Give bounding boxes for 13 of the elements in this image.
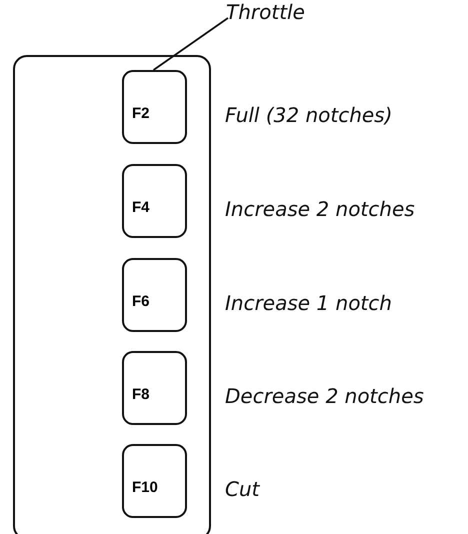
function-key: F8 bbox=[122, 351, 187, 425]
key-description: Increase 1 notch bbox=[225, 291, 392, 315]
key-description: Decrease 2 notches bbox=[225, 384, 424, 408]
function-key: F2 bbox=[122, 70, 187, 144]
function-key: F4 bbox=[122, 164, 187, 238]
key-description: Full (32 notches) bbox=[225, 103, 392, 127]
callout-label: Throttle bbox=[226, 0, 305, 24]
function-key: F6 bbox=[122, 258, 187, 332]
key-description: Increase 2 notches bbox=[225, 197, 415, 221]
keypad-panel bbox=[13, 55, 211, 534]
leader-line bbox=[152, 17, 229, 71]
function-key: F10 bbox=[122, 444, 187, 518]
key-description: Cut bbox=[225, 477, 260, 501]
